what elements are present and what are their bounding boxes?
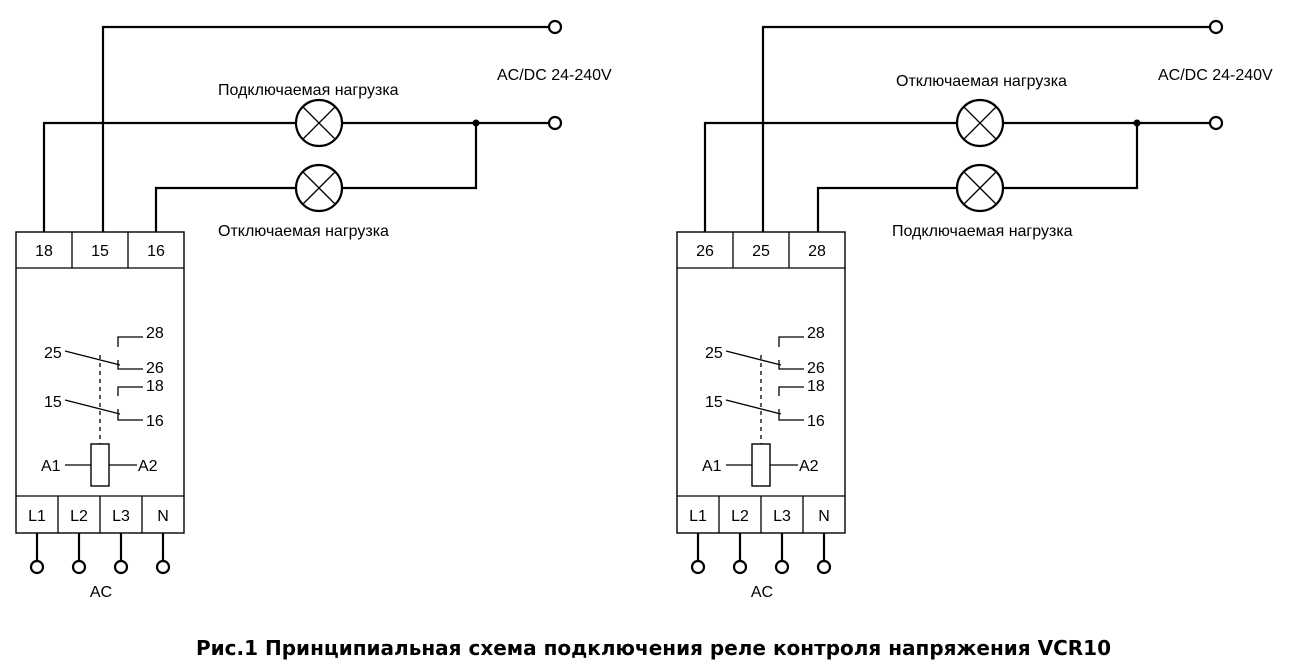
supply-terminal-top [1208, 19, 1224, 35]
terminal-label: 25 [752, 243, 770, 260]
scheme-left: Подключаемая нагрузка Отключаемая нагруз… [15, 19, 612, 601]
contact-label: 16 [146, 413, 164, 430]
top-load-label: Подключаемая нагрузка [218, 82, 399, 99]
contact-label: 18 [807, 378, 825, 395]
terminal-label: N [157, 508, 169, 525]
terminal-label: L3 [773, 508, 791, 525]
terminal-label: L2 [70, 508, 88, 525]
supply-label: AC/DC 24-240V [497, 67, 612, 84]
ac-terminal [816, 559, 832, 575]
wire-supply-top [101, 25, 549, 232]
contact-label: 15 [44, 394, 62, 411]
lamp-bottom [955, 163, 1005, 213]
contact-label: 25 [705, 345, 723, 362]
ac-terminal [29, 559, 45, 575]
wire-supply-load [703, 121, 1210, 232]
terminal-label: L2 [731, 508, 749, 525]
lamp-top [955, 98, 1005, 148]
figure-caption: Рис.1 Принципиальная схема подключения р… [196, 636, 1111, 660]
contact-group [725, 336, 804, 487]
ac-label: AC [90, 584, 112, 601]
terminal-label: L3 [112, 508, 130, 525]
supply-terminal-top [547, 19, 563, 35]
bottom-load-label: Подключаемая нагрузка [892, 223, 1073, 240]
coil-label: A2 [138, 458, 158, 475]
contact-label: 18 [146, 378, 164, 395]
supply-terminal-bottom [547, 115, 563, 131]
wire-supply-top [761, 25, 1210, 232]
coil [90, 443, 110, 487]
terminal-label: 28 [808, 243, 826, 260]
junction-dot [472, 119, 480, 127]
ac-terminal [732, 559, 748, 575]
terminal-label: 15 [91, 243, 109, 260]
lamp-bottom [294, 163, 344, 213]
contact-label: 26 [146, 360, 164, 377]
contact-label: 16 [807, 413, 825, 430]
contact-label: 26 [807, 360, 825, 377]
terminal-label: 18 [35, 243, 53, 260]
contact-group [64, 336, 143, 487]
ac-terminal [774, 559, 790, 575]
bottom-load-label: Отключаемая нагрузка [218, 223, 389, 240]
ac-terminal [690, 559, 706, 575]
junction-dot [1133, 119, 1141, 127]
terminal-label: N [818, 508, 830, 525]
terminal-label: L1 [28, 508, 46, 525]
ac-terminal [155, 559, 171, 575]
terminal-label: 26 [696, 243, 714, 260]
coil-label: A1 [702, 458, 722, 475]
wire-supply-load [42, 121, 549, 232]
contact-label: 28 [807, 325, 825, 342]
terminal-label: 16 [147, 243, 165, 260]
scheme-right: Отключаемая нагрузка Подключаемая нагруз… [676, 19, 1273, 601]
lamp-top [294, 98, 344, 148]
ac-label: AC [751, 584, 773, 601]
supply-label: AC/DC 24-240V [1158, 67, 1273, 84]
ac-terminal [71, 559, 87, 575]
coil-label: A1 [41, 458, 61, 475]
top-load-label: Отключаемая нагрузка [896, 73, 1067, 90]
contact-label: 28 [146, 325, 164, 342]
contact-label: 25 [44, 345, 62, 362]
ac-terminal [113, 559, 129, 575]
supply-terminal-bottom [1208, 115, 1224, 131]
coil-label: A2 [799, 458, 819, 475]
terminal-label: L1 [689, 508, 707, 525]
coil [751, 443, 771, 487]
contact-label: 15 [705, 394, 723, 411]
